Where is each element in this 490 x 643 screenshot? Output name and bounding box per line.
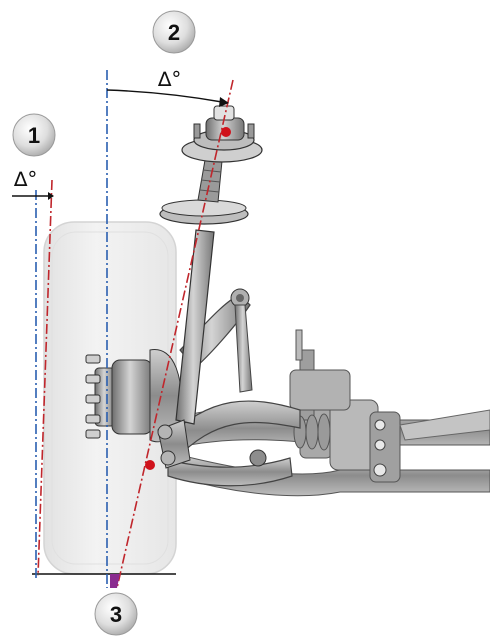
- callout-badge-1: 1: [12, 113, 56, 157]
- callout-number-3: 3: [110, 602, 122, 627]
- pivot-point-icon: [145, 127, 231, 470]
- camber-angle-label: ∆°: [13, 167, 37, 191]
- steering-axis-line: [116, 79, 234, 589]
- callout-badge-2: 2: [152, 10, 196, 54]
- inclined-axis-lines: [37, 79, 234, 589]
- kingpin-angle-label: ∆°: [157, 67, 181, 91]
- angle-icon: ∆° ∆°: [13, 67, 181, 191]
- callout-badge-icon: [94, 592, 138, 636]
- lower-control-arm: [164, 400, 301, 487]
- drive-shaft: [169, 329, 490, 497]
- upper-pivot-point: [221, 127, 231, 137]
- callout-number-1: 1: [28, 123, 40, 148]
- strut: [157, 105, 263, 469]
- callout-badge-icon: [12, 113, 56, 157]
- callout-badge-icon: [152, 10, 196, 54]
- angle-arcs: [12, 89, 229, 200]
- callout-badge-3: 3: [94, 592, 138, 636]
- lower-pivot-point: [145, 460, 155, 470]
- callout-number-2: 2: [168, 20, 180, 45]
- vertical-reference-lines: [35, 70, 108, 588]
- camber-inclined-line: [37, 179, 53, 577]
- scrub-radius-marker: [110, 574, 120, 588]
- wheel-hub: [85, 349, 182, 443]
- kingpin-angle-arc: [106, 89, 223, 103]
